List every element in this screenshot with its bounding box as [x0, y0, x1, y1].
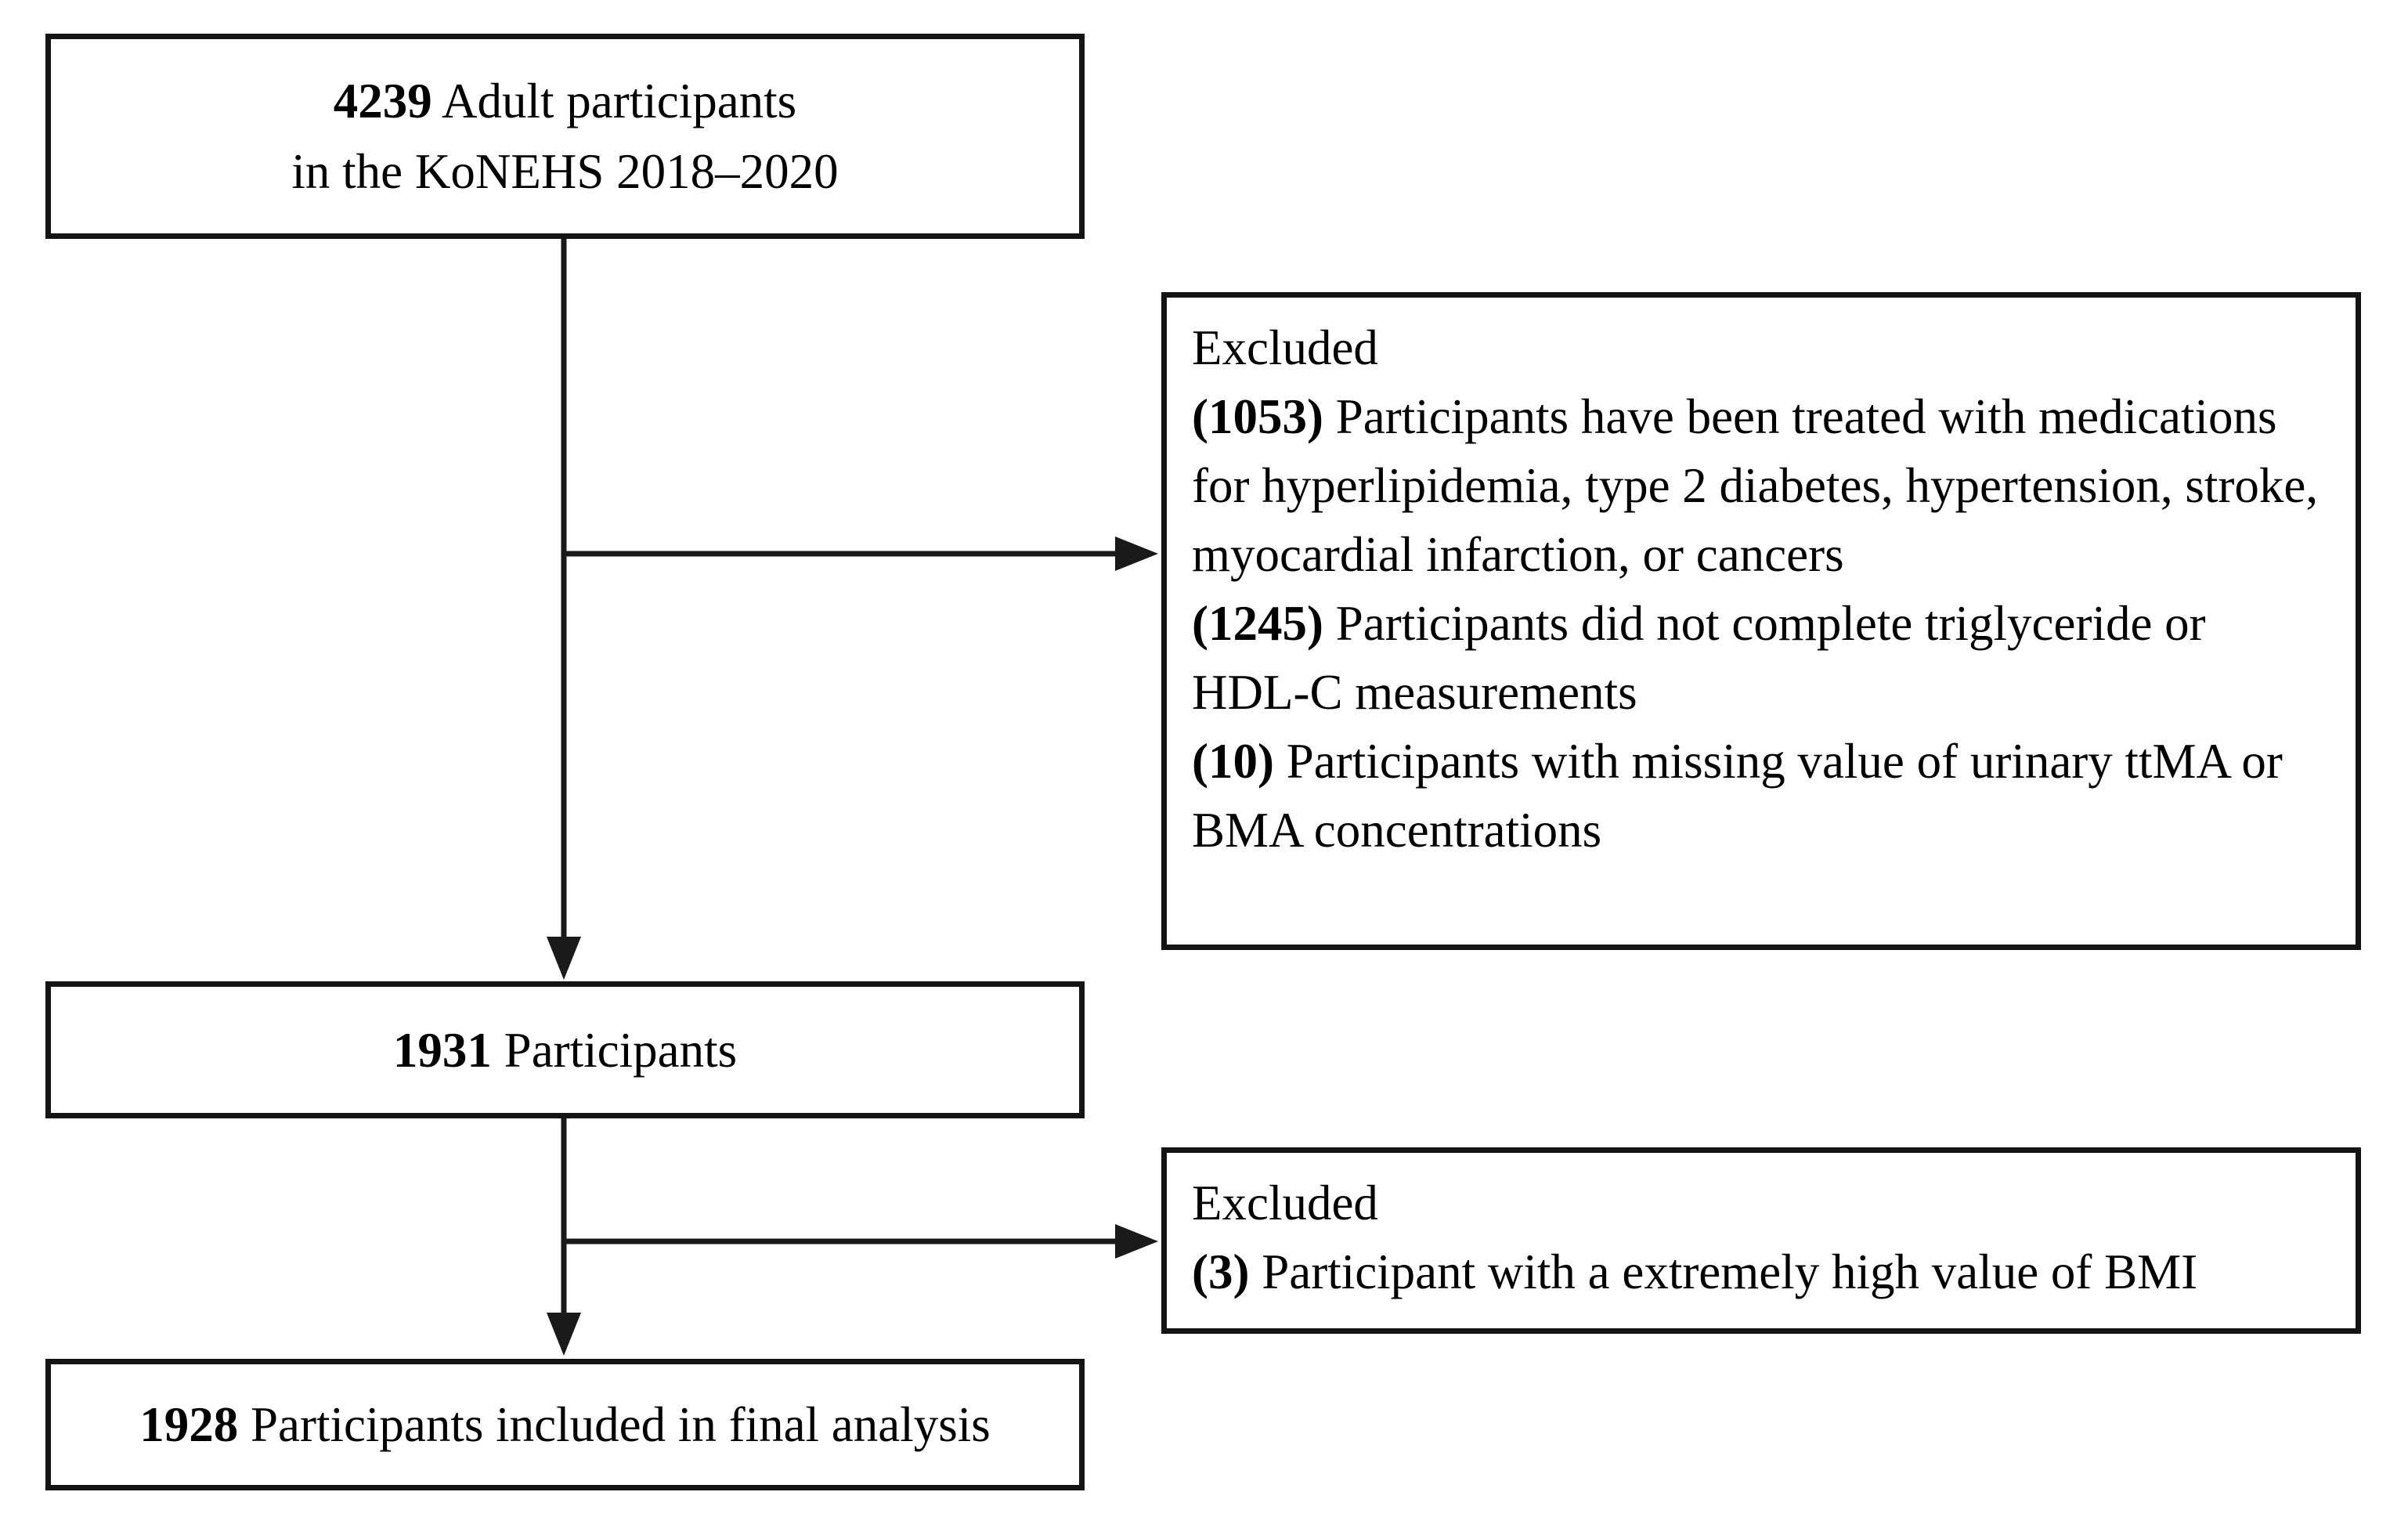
box-exclusion-1: Excluded (1053) Participants have been t… — [1161, 292, 2361, 950]
box-initial-text: 4239 Adult participants in the KoNEHS 20… — [291, 66, 838, 207]
exclusion-1-title: Excluded — [1192, 320, 1378, 375]
exclusion-1-reason-1: (1053) Participants have been treated wi… — [1192, 382, 2330, 589]
exclusion-2-title: Excluded — [1192, 1176, 1378, 1230]
exclusion-1-reason-2-text: Participants did not complete triglyceri… — [1192, 596, 2206, 720]
arrow-1931-to-final-head — [547, 1313, 581, 1356]
box-initial-line1: 4239 Adult participants — [291, 66, 838, 136]
after-exclusion-label: Participants — [504, 1022, 738, 1078]
exclusion-2-reason-1-text: Participant with a extremely high value … — [1262, 1244, 2198, 1299]
initial-label-line1: Adult participants — [442, 74, 797, 128]
box-final-text: 1928 Participants included in final anal… — [139, 1389, 991, 1460]
arrow-branch-exclusion-2-head — [1115, 1224, 1158, 1259]
arrow-initial-to-1931-head — [547, 937, 581, 980]
box-after-first-exclusion: 1931 Participants — [45, 981, 1085, 1118]
box-initial-line2: in the KoNEHS 2018–2020 — [291, 144, 839, 199]
exclusion-1-reason-2: (1245) Participants did not complete tri… — [1192, 589, 2330, 727]
exclusion-1-reason-2-count: (1245) — [1192, 596, 1323, 651]
exclusion-1-reason-3: (10) Participants with missing value of … — [1192, 727, 2330, 865]
box-initial-participants: 4239 Adult participants in the KoNEHS 20… — [45, 34, 1085, 239]
arrow-branch-exclusion-1-head — [1115, 536, 1158, 571]
box-final-analysis: 1928 Participants included in final anal… — [45, 1359, 1085, 1490]
exclusion-1-reason-1-text: Participants have been treated with medi… — [1192, 389, 2319, 582]
final-count: 1928 — [139, 1397, 239, 1452]
exclusion-2-reason-1: (3) Participant with a extremely high va… — [1192, 1237, 2330, 1306]
final-label: Participants included in final analysis — [250, 1397, 991, 1452]
box-mid-text: 1931 Participants — [393, 1015, 737, 1085]
exclusion-2-reason-1-count: (3) — [1192, 1244, 1250, 1299]
exclusion-1-reason-3-count: (10) — [1192, 734, 1274, 789]
exclusion-1-reason-1-count: (1053) — [1192, 389, 1323, 444]
box-exclusion-2: Excluded (3) Participant with a extremel… — [1161, 1147, 2361, 1334]
initial-count: 4239 — [333, 74, 432, 128]
exclusion-1-reason-3-text: Participants with missing value of urina… — [1192, 734, 2283, 858]
after-exclusion-count: 1931 — [392, 1022, 492, 1078]
